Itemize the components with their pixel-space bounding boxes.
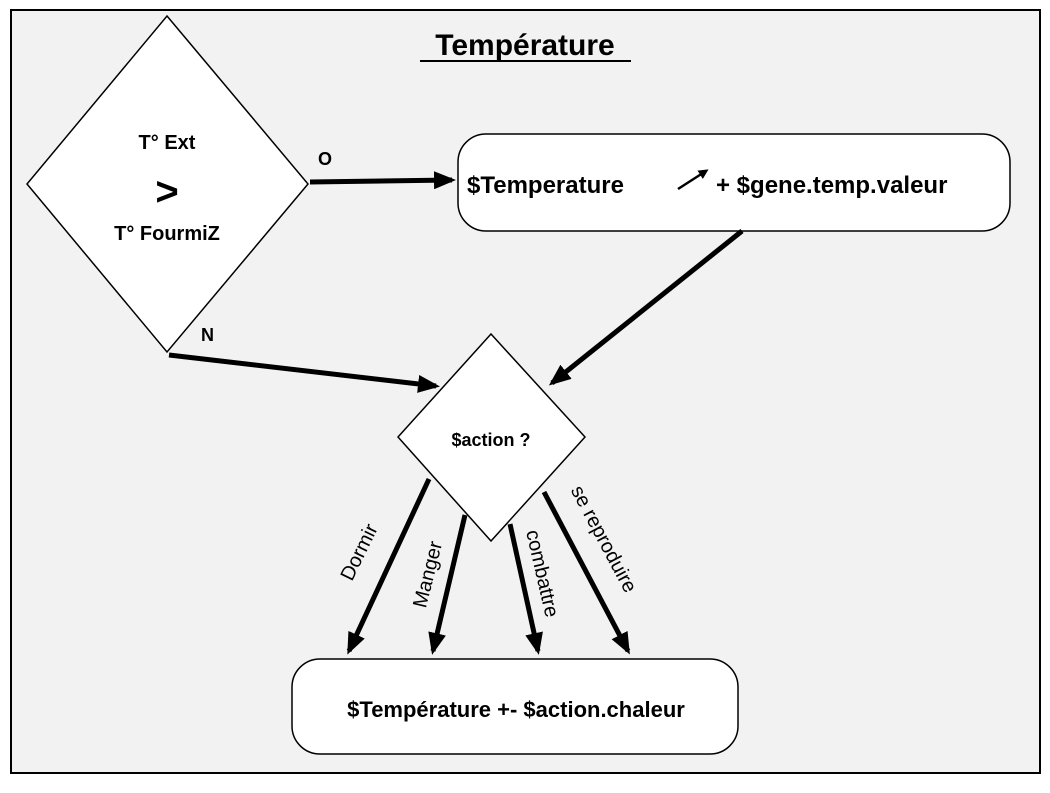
arrow-yes (309, 171, 456, 190)
decision1-operator: > (155, 170, 178, 214)
yes-label: O (318, 149, 332, 169)
process1-text-before: $Temperature (467, 172, 624, 199)
process1-text-after: + $gene.temp.valeur (716, 172, 947, 199)
increase-arrow-icon (677, 169, 709, 191)
arrow-branch-manger (428, 514, 468, 655)
decision-action (396, 332, 587, 543)
process-temperature-increase (457, 133, 1011, 232)
arrow-branch-combattre (507, 523, 543, 655)
diagram-title: Température (435, 29, 615, 62)
decision1-line2: T° FourmiZ (114, 223, 220, 245)
arrow-branch-reproduire (541, 490, 631, 655)
process2-text: $Température +- $action.chaleur (347, 697, 685, 722)
process-temperature-action (291, 658, 739, 755)
arrow-branch-dormir (346, 477, 432, 655)
no-label: N (201, 325, 214, 345)
arrow-no (168, 352, 440, 393)
decision1-line1: T° Ext (139, 132, 196, 154)
decision-temperature-compare (26, 14, 309, 354)
decision2-text: $action ? (451, 430, 530, 450)
arrow-process1-to-action (548, 229, 744, 386)
